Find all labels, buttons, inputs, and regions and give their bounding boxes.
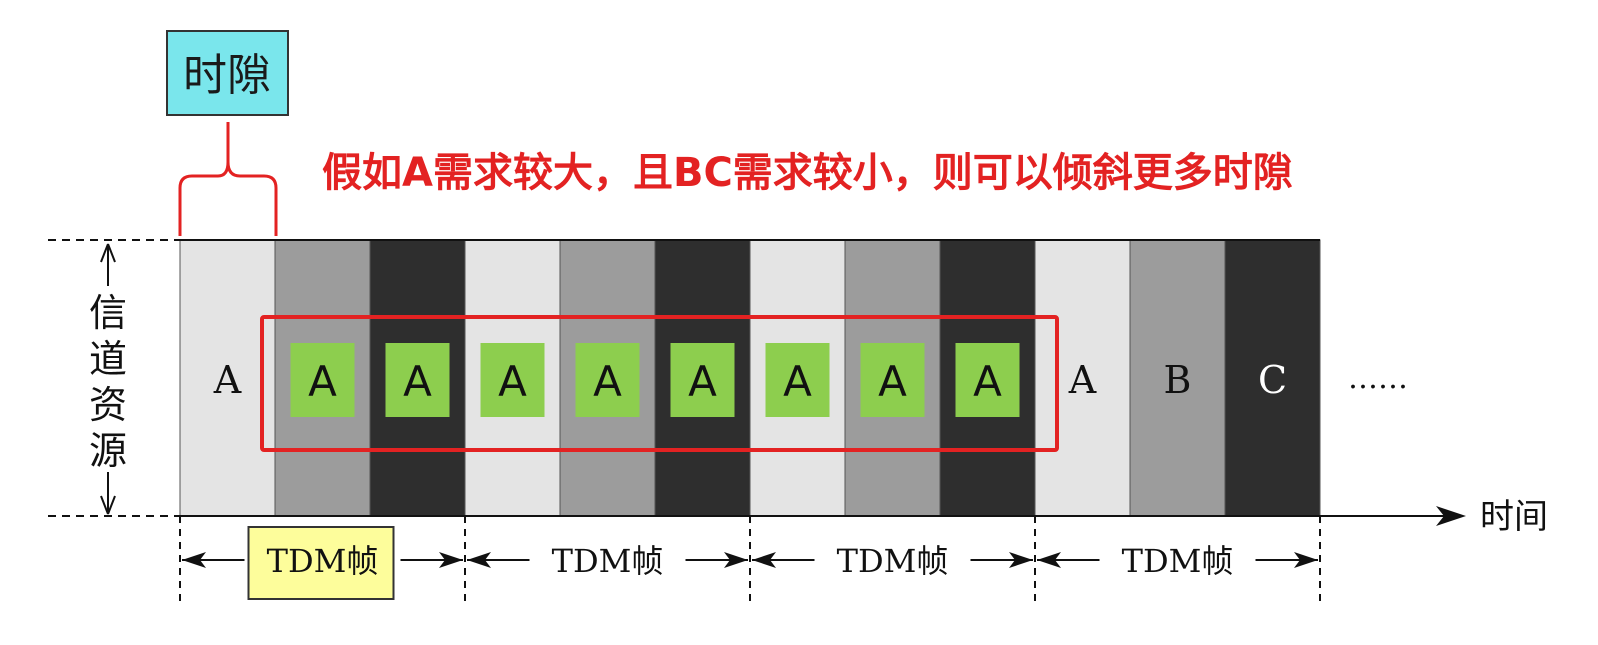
- slot-a-tag: [575, 343, 640, 417]
- slot-letter: A: [213, 358, 242, 402]
- tdm-frame: TDM帧: [182, 526, 463, 600]
- tdm-frame: TDM帧: [1037, 542, 1318, 580]
- tdm-frame: TDM帧: [752, 542, 1033, 580]
- slot-letter: A: [783, 357, 812, 406]
- channel-resource-arrow: [100, 243, 116, 515]
- tdm-frame: TDM帧: [467, 542, 748, 580]
- frame-label: TDM帧: [552, 542, 664, 580]
- frame-arrowhead-right: [724, 552, 748, 568]
- time-slot: A: [749, 239, 846, 517]
- frame-arrowhead-right: [1009, 552, 1033, 568]
- time-axis-arrowhead: [1436, 506, 1466, 526]
- time-slot: A: [179, 239, 276, 517]
- frame-arrowhead-left: [467, 552, 491, 568]
- frame-label: TDM帧: [267, 542, 379, 580]
- slot-letter: A: [1068, 358, 1097, 402]
- time-slot: A: [654, 239, 751, 517]
- slot-a-tag: [955, 343, 1020, 417]
- note-text: 假如A需求较大，且BC需求较小，则可以倾斜更多时隙: [322, 150, 1293, 196]
- slot-label-box: [166, 30, 289, 116]
- frame-label-box: [247, 526, 395, 600]
- y-axis-label: 信 道 资 源: [89, 291, 127, 473]
- frame-arrowhead-left: [1037, 552, 1061, 568]
- slot-background: [1224, 239, 1321, 517]
- slot-label: 时隙: [183, 50, 271, 101]
- time-slot: A: [274, 239, 371, 517]
- slot-a-tag: [765, 343, 830, 417]
- slot-letter: A: [308, 357, 337, 406]
- slot-letter: A: [498, 357, 527, 406]
- slot-brace: [178, 122, 278, 236]
- slot-letter: B: [1164, 358, 1192, 402]
- slot-letter: A: [973, 357, 1002, 406]
- continuation-dots: ……: [1348, 361, 1408, 396]
- frame-arrowhead-left: [752, 552, 776, 568]
- y-axis-char: 资: [89, 383, 127, 427]
- y-axis-char: 信: [89, 291, 127, 335]
- time-slot: A: [369, 239, 466, 517]
- tdm-frames: TDM帧 TDM帧 TDM帧 TDM帧: [179, 516, 1321, 605]
- time-slot: A: [559, 239, 656, 517]
- time-slot: B: [1129, 239, 1226, 517]
- slot-a-tag: [385, 343, 450, 417]
- frame-label: TDM帧: [1122, 542, 1234, 580]
- slot-a-tag: [670, 343, 735, 417]
- slot-letter: A: [593, 357, 622, 406]
- slot-letter: A: [403, 357, 432, 406]
- frame-arrowhead-left: [182, 552, 206, 568]
- y-axis-char: 道: [89, 337, 127, 381]
- frame-arrowhead-right: [1294, 552, 1318, 568]
- slot-background: [179, 239, 276, 517]
- time-slot: A: [844, 239, 941, 517]
- y-axis-char: 源: [89, 429, 127, 473]
- slot-a-tag: [290, 343, 355, 417]
- highlight-box: [260, 315, 1059, 452]
- slot-a-tag: [480, 343, 545, 417]
- slot-letter: C: [1258, 358, 1287, 402]
- frame-label: TDM帧: [837, 542, 949, 580]
- slot-letter: A: [878, 357, 907, 406]
- slot-letter: A: [688, 357, 717, 406]
- time-slot: A: [1034, 239, 1131, 517]
- time-slot: A: [939, 239, 1036, 517]
- time-slot: A: [464, 239, 561, 517]
- slot-a-tag: [860, 343, 925, 417]
- x-axis-label: 时间: [1480, 497, 1548, 537]
- time-slot: C: [1224, 239, 1321, 517]
- frame-arrowhead-right: [439, 552, 463, 568]
